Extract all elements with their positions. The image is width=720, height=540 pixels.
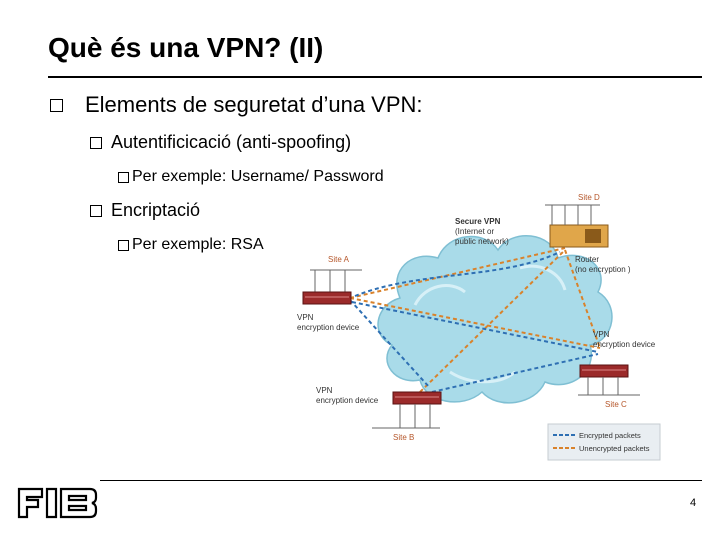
legend-encrypted: Encrypted packets (579, 431, 641, 440)
bullet-box-icon (118, 171, 129, 183)
legend-unencrypted: Unencrypted packets (579, 444, 650, 453)
site-a-label: Site A (328, 255, 350, 264)
footer-divider (100, 480, 702, 481)
cloud-label-line3: public network) (455, 237, 509, 246)
vpn-device-c-line1: VPN (593, 330, 610, 339)
bullet-box-icon (118, 239, 129, 251)
slide-title: Què és una VPN? (II) (48, 32, 324, 63)
bullet-encrypt-text: Encriptació (111, 200, 201, 220)
site-b-device (372, 391, 442, 429)
bullet-box-icon (50, 98, 63, 112)
vpn-device-a-line1: VPN (297, 313, 314, 322)
bullet-main: Elements de seguretat d’una VPN: (50, 92, 423, 118)
bullet-auth: Autentificicació (anti-spoofing) (90, 132, 351, 153)
router-label-line1: Router (575, 255, 599, 264)
site-c-label: Site C (605, 400, 627, 409)
vpn-diagram: Site D Router (no encryption ) Secure VP… (297, 193, 661, 461)
bullet-auth-example-text: Per exemple: Username/ Password (132, 168, 384, 185)
bullet-auth-text: Autentificicació (anti-spoofing) (111, 132, 352, 152)
encrypted-links (349, 251, 599, 393)
unencrypted-links (349, 247, 601, 393)
cloud-label-line1: Secure VPN (455, 217, 501, 226)
bullet-box-icon (90, 204, 102, 217)
internet-cloud (377, 235, 613, 404)
diagram-legend (547, 423, 661, 461)
title-divider (48, 76, 702, 78)
site-a-device (302, 269, 362, 305)
bullet-encrypt-example: Per exemple: RSA (118, 236, 264, 254)
site-c-device (578, 364, 640, 396)
site-d-label: Site D (578, 193, 600, 202)
router-site-d (545, 204, 609, 248)
vpn-device-b-line2: encryption device (316, 396, 379, 405)
bullet-box-icon (90, 136, 102, 149)
site-b-label: Site B (393, 433, 414, 442)
fib-logo (17, 487, 98, 519)
bullet-encrypt-example-text: Per exemple: RSA (132, 236, 264, 253)
bullet-auth-example: Per exemple: Username/ Password (118, 168, 384, 186)
vpn-device-a-line2: encryption device (297, 323, 360, 332)
bullet-main-text: Elements de seguretat d’una VPN: (85, 92, 423, 117)
page-number: 4 (690, 497, 697, 509)
vpn-device-b-line1: VPN (316, 386, 333, 395)
vpn-device-c-line2: encryption device (593, 340, 656, 349)
bullet-encrypt: Encriptació (90, 200, 200, 221)
cloud-label-line2: (Internet or (455, 227, 494, 236)
router-label-line2: (no encryption ) (575, 265, 631, 274)
